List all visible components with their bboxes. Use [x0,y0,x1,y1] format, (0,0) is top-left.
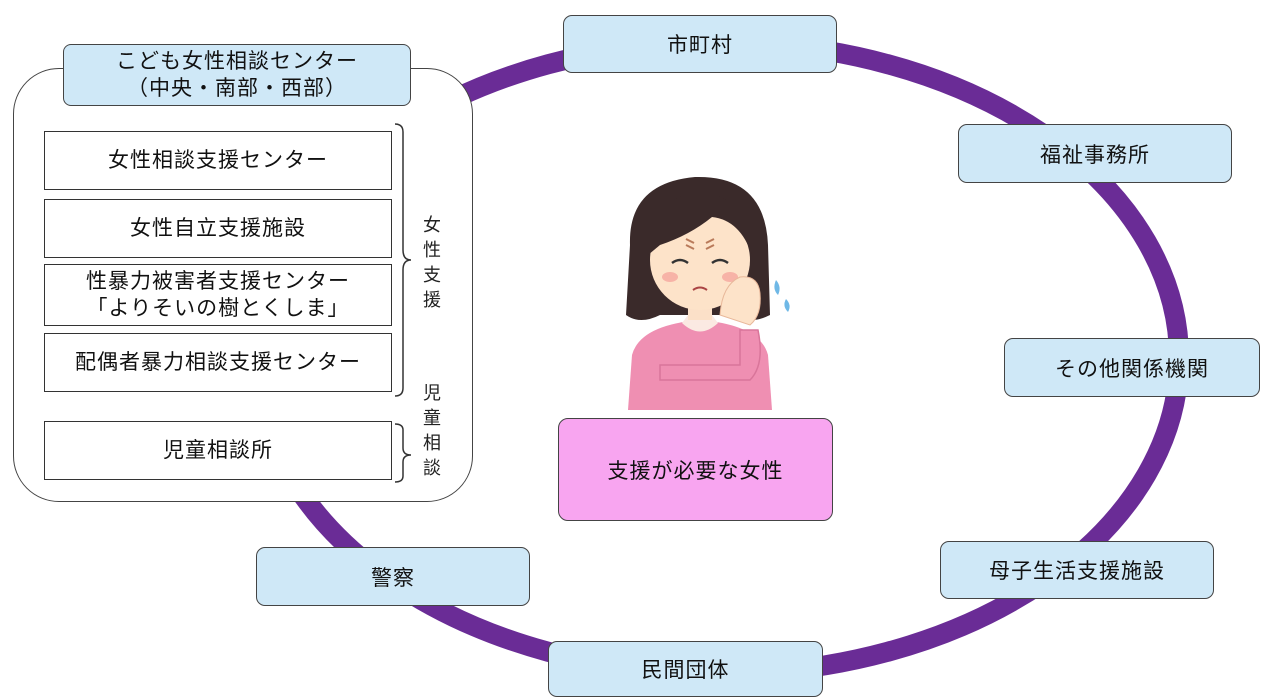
facility-spousal-violence: 配偶者暴力相談支援センター [44,333,392,392]
facility-label: 女性相談支援センター [108,148,328,172]
node-label: 母子生活支援施設 [989,559,1165,583]
group-label-child-consult: 児童相談 [423,383,441,479]
node-other-agencies: その他関係機関 [1004,338,1260,397]
center-title-line2: （中央・南部・西部） [127,76,347,100]
facility-women-independence: 女性自立支援施設 [44,199,392,258]
facility-label: 女性自立支援施設 [130,216,306,240]
facility-child-guidance: 児童相談所 [44,421,392,480]
worried-woman-illustration [626,176,790,410]
facility-label: 性暴力被害者支援センター [86,269,350,293]
bracket-women-support [394,123,412,397]
center-title-line1: こども女性相談センター [116,49,358,73]
node-label: 市町村 [667,33,733,57]
group-label-women-support: 女性支援 [423,215,441,311]
node-municipality: 市町村 [563,15,837,73]
group-brackets [394,123,412,483]
bracket-child-consult [394,423,412,483]
node-label: 福祉事務所 [1040,142,1150,167]
woman-label: 支援が必要な女性 [607,458,784,483]
facility-label: 配偶者暴力相談支援センター [75,350,361,374]
node-label: その他関係機関 [1055,356,1209,381]
node-police: 警察 [256,547,530,606]
center-title: こども女性相談センター （中央・南部・西部） [63,44,411,106]
node-mother-child-facility: 母子生活支援施設 [940,541,1214,599]
woman-in-need-box: 支援が必要な女性 [558,418,833,521]
node-welfare-office: 福祉事務所 [958,124,1232,183]
node-private-orgs: 民間団体 [548,641,823,697]
facility-label: 児童相談所 [163,438,273,462]
facility-label-sub: 「よりそいの樹とくしま」 [86,296,350,320]
node-label: 警察 [371,565,415,590]
facility-women-consultation: 女性相談支援センター [44,131,392,190]
node-label: 民間団体 [641,658,730,682]
facility-sexual-violence-support: 性暴力被害者支援センター 「よりそいの樹とくしま」 [44,264,392,326]
